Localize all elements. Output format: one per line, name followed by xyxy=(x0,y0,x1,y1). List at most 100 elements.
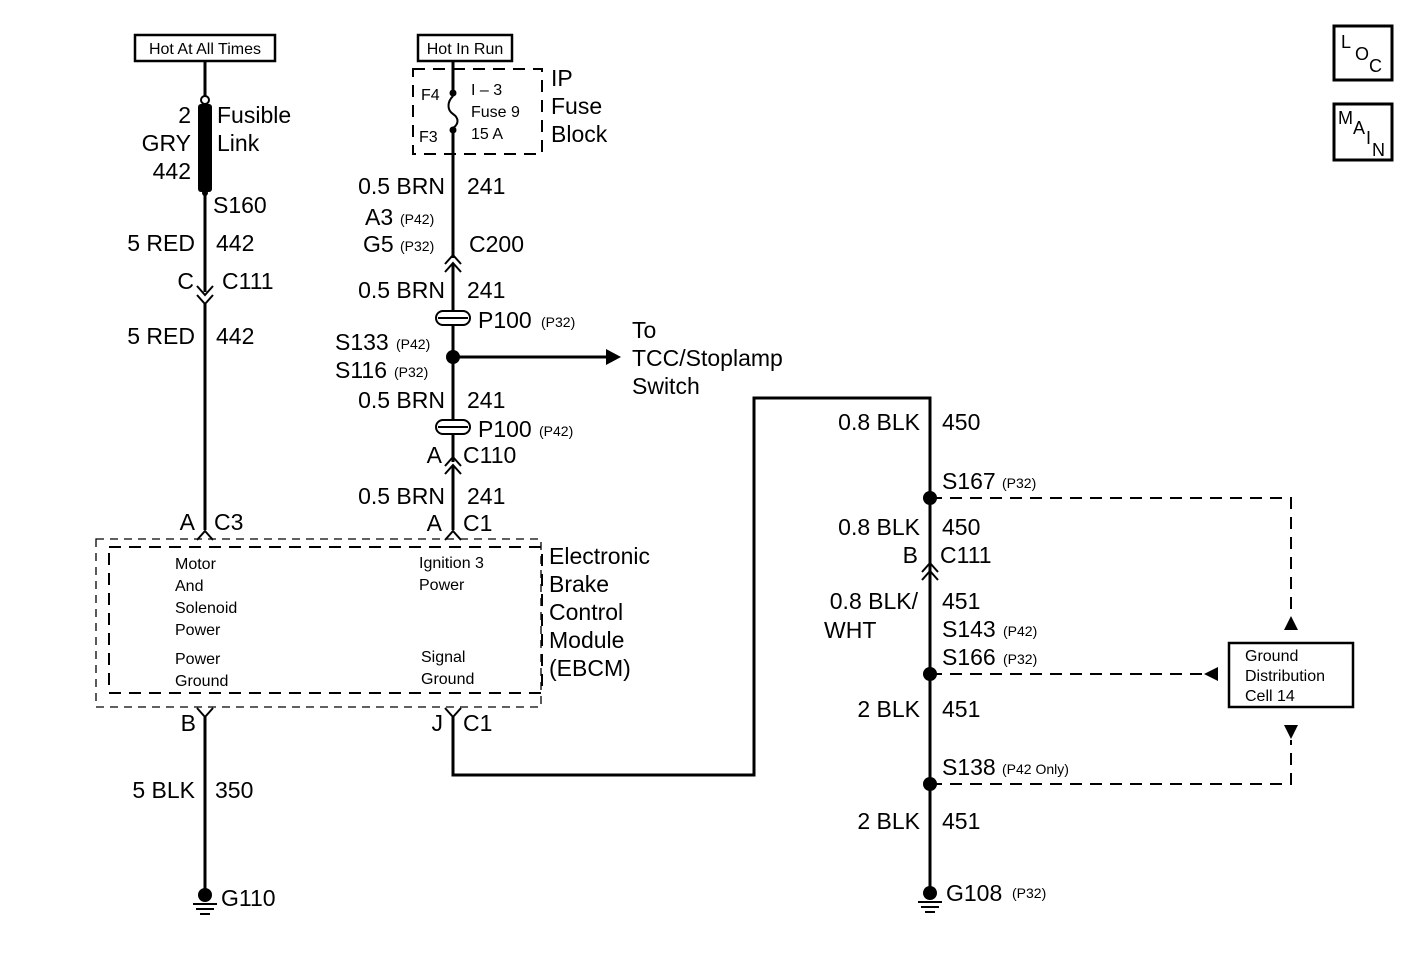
wire-442-circuit-1: 442 xyxy=(216,230,254,256)
p100-passthrough-upper xyxy=(435,310,471,326)
wire-350-gauge: 5 BLK xyxy=(132,777,195,803)
c200-pin-b: G5 xyxy=(363,231,394,257)
fuse-name-line2: Fuse 9 xyxy=(471,104,520,121)
splice-s160-label: S160 xyxy=(213,192,267,218)
ebcm-signal-ground-connector xyxy=(444,707,462,719)
ip-fuse-block-outline xyxy=(412,68,543,155)
main-letter-4: N xyxy=(1372,140,1385,160)
wire-451-circuit-3: 451 xyxy=(942,808,980,834)
ebcm-ignition-line1: Ignition 3 xyxy=(419,555,484,572)
wire-450-gauge-2: 0.8 BLK xyxy=(838,514,920,540)
ebcm-motor-line2: And xyxy=(175,578,203,595)
ebcm-ground-connector xyxy=(196,707,214,719)
fuse-terminal-f3 xyxy=(449,126,457,134)
wire-451-gauge-3: 2 BLK xyxy=(857,808,920,834)
fusible-link-size: 2 xyxy=(178,102,191,128)
wire-241-circuit-1: 241 xyxy=(467,173,505,199)
wire-241-gauge-1: 0.5 BRN xyxy=(358,173,445,199)
fusible-link-color: GRY xyxy=(142,130,191,156)
main-button[interactable]: M A I N xyxy=(1332,102,1394,162)
ebcm-c1-pin-j: J xyxy=(432,710,444,736)
arrow-down-icon xyxy=(1284,725,1298,739)
g110-label: G110 xyxy=(221,885,276,911)
c111-left-pin: C xyxy=(177,268,194,294)
main-letter-3: I xyxy=(1366,128,1371,148)
fuse-name-line3: 15 A xyxy=(471,126,503,143)
ebcm-power-ground-line1: Power xyxy=(175,651,221,668)
ebcm-name-line2: Brake xyxy=(549,571,609,597)
ebcm-motor-line3: Solenoid xyxy=(175,600,237,617)
loc-letter-3: C xyxy=(1369,56,1382,76)
c110-female xyxy=(444,463,462,475)
wire-241-gauge-2: 0.5 BRN xyxy=(358,277,445,303)
arrow-up-icon xyxy=(1284,616,1298,630)
splice-s143-label: S143 xyxy=(942,616,996,642)
c200-pin-b-note: (P32) xyxy=(400,238,434,254)
ebcm-name-line1: Electronic xyxy=(549,543,650,569)
ip-fuse-block-label-1: IP xyxy=(551,65,573,91)
ebcm-outer-outline xyxy=(95,538,542,708)
ebcm-c1-name-top: C1 xyxy=(463,510,492,536)
g108-ground-dot xyxy=(923,886,937,900)
ebcm-signal-ground-line1: Signal xyxy=(421,649,465,666)
c200-pin-a: A3 xyxy=(365,204,393,230)
ebcm-c1-name-bottom: C1 xyxy=(463,710,492,736)
ip-fuse-block-label-2: Fuse xyxy=(551,93,602,119)
g110-ground-icon xyxy=(193,903,217,915)
ground-distribution-line2: Distribution xyxy=(1245,668,1325,685)
p100-upper-note: (P32) xyxy=(541,314,575,330)
arrow-left-icon xyxy=(1204,667,1218,681)
ebcm-motor-line1: Motor xyxy=(175,556,217,573)
ebcm-motor-line4: Power xyxy=(175,622,221,639)
hot-at-all-times-label: Hot At All Times xyxy=(149,41,261,58)
splice-s166-label: S166 xyxy=(942,644,996,670)
c111-right-male xyxy=(921,561,939,573)
wire-451-gauge-line1: 0.8 BLK/ xyxy=(830,588,919,614)
splice-s138-label: S138 xyxy=(942,754,996,780)
c110-pin: A xyxy=(427,442,443,468)
wire-450-gauge-1: 0.8 BLK xyxy=(838,409,920,435)
ebcm-c3-connector xyxy=(196,529,214,541)
hot-in-run-box: Hot In Run xyxy=(416,33,514,63)
ip-fuse-block-label-3: Block xyxy=(551,121,608,147)
c111-right-name: C111 xyxy=(940,542,992,568)
c200-male xyxy=(444,253,462,265)
tcc-switch-label-2: TCC/Stoplamp xyxy=(632,345,783,371)
c200-female xyxy=(444,261,462,273)
wire-241-circuit-2: 241 xyxy=(467,277,505,303)
ebcm-c1-connector xyxy=(444,529,462,541)
wire-450-circuit-1: 450 xyxy=(942,409,980,435)
c110-male xyxy=(444,455,462,467)
loc-letter-2: O xyxy=(1355,44,1369,64)
wire-451-gauge-line2: WHT xyxy=(824,617,876,643)
wire-442-gauge-1: 5 RED xyxy=(127,230,195,256)
wire-442-circuit-2: 442 xyxy=(216,323,254,349)
fusible-link-terminal xyxy=(200,95,210,105)
g108-ground-icon xyxy=(918,901,942,913)
wire-350-circuit: 350 xyxy=(215,777,253,803)
wire-442-gauge-2: 5 RED xyxy=(127,323,195,349)
splice-s166-note: (P32) xyxy=(1003,651,1037,667)
s167-ground-distribution-link xyxy=(930,497,1292,616)
p100-upper-label: P100 xyxy=(478,307,532,333)
fuse-f4-label: F4 xyxy=(421,87,440,104)
c110-name: C110 xyxy=(463,442,516,468)
loc-button[interactable]: L O C xyxy=(1332,24,1394,82)
fuse-9-symbol xyxy=(447,95,459,129)
c111-right-pin: B xyxy=(903,542,918,568)
c111-left-male xyxy=(196,285,214,297)
main-letter-1: M xyxy=(1338,108,1353,128)
fusible-link xyxy=(198,104,212,192)
wire-451-gauge-2: 2 BLK xyxy=(857,696,920,722)
c200-name: C200 xyxy=(469,231,524,257)
g110-ground-dot xyxy=(198,888,212,902)
fusible-link-label-1: Fusible xyxy=(217,102,291,128)
ground-distribution-box[interactable]: Ground Distribution Cell 14 xyxy=(1227,641,1355,709)
ebcm-name-line3: Control xyxy=(549,599,623,625)
fusible-link-circuit: 442 xyxy=(153,158,191,184)
splice-s116-label: S116 xyxy=(335,357,387,383)
fuse-terminal-f4 xyxy=(449,89,457,97)
c111-left-name: C111 xyxy=(222,268,274,294)
wire-241-circuit-3: 241 xyxy=(467,387,505,413)
